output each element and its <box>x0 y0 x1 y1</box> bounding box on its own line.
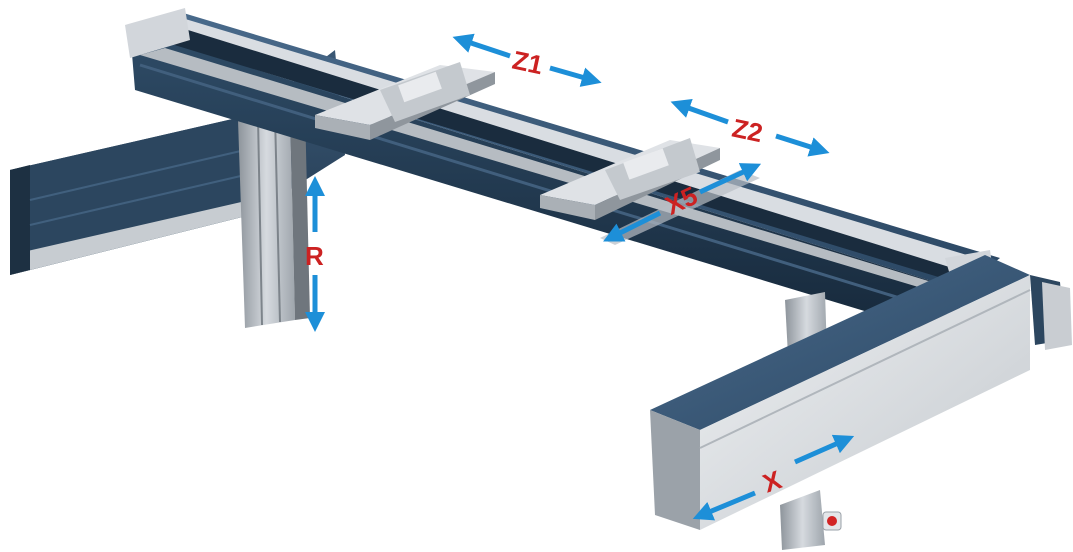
right-support-beam <box>650 255 1072 530</box>
x5-highlight-band <box>600 170 760 245</box>
main-crossbeam <box>125 8 1000 340</box>
axis-arrows <box>305 33 855 521</box>
label-z1: Z1 <box>510 45 546 81</box>
finger-slide-z1 <box>315 62 495 140</box>
arrow-x-right <box>793 434 855 465</box>
left-support-beam <box>10 50 345 275</box>
arrow-x5-lower <box>603 210 662 242</box>
emergency-stop-icon <box>822 511 842 531</box>
arrow-z2-right <box>775 133 830 157</box>
arrow-x-left <box>692 490 756 521</box>
arrow-z2-left <box>670 98 729 125</box>
label-r: R <box>305 241 324 271</box>
right-lower-column <box>780 490 825 550</box>
finger-slide-z2 <box>540 138 720 220</box>
left-vertical-column <box>238 108 310 328</box>
arrow-x5-upper <box>698 163 762 195</box>
label-z2: Z2 <box>729 113 765 149</box>
arrow-z1 <box>452 33 511 59</box>
arrow-z1-right <box>549 65 602 87</box>
